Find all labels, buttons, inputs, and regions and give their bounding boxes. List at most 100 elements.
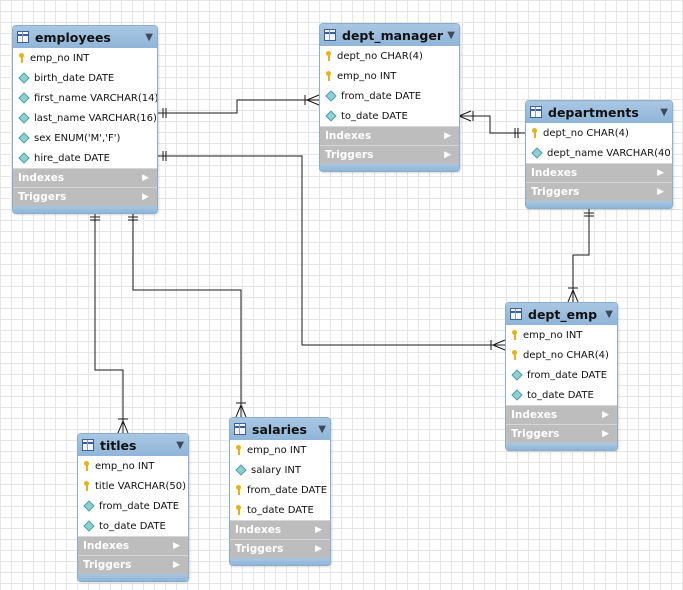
table-departments[interactable]: departments ▼ dept_no CHAR(4) dept_name … (525, 100, 673, 209)
primary-key-icon (235, 505, 242, 515)
primary-key-icon (325, 71, 332, 81)
column-label: first_name VARCHAR(14) (34, 92, 158, 104)
column-label: dept_no CHAR(4) (523, 349, 609, 361)
column-row[interactable]: to_date DATE (320, 106, 459, 126)
column-label: dept_name VARCHAR(40) (547, 147, 673, 159)
column-diamond-icon (18, 72, 30, 84)
table-titles[interactable]: titles ▼ emp_no INT title VARCHAR(50) fr… (77, 433, 189, 582)
table-footer (230, 558, 330, 565)
column-label: to_date DATE (99, 520, 166, 532)
expand-arrow-icon: ▶ (657, 168, 664, 178)
primary-key-icon (83, 481, 90, 491)
rel-employees-titles[interactable] (90, 210, 129, 434)
column-row[interactable]: to_date DATE (230, 500, 330, 520)
column-label: dept_no CHAR(4) (543, 127, 629, 139)
column-row[interactable]: dept_no CHAR(4) (506, 345, 617, 365)
rel-departments-dept-emp[interactable] (567, 208, 594, 303)
indexes-section[interactable]: Indexes▶ (526, 163, 672, 182)
triggers-section[interactable]: Triggers▶ (506, 424, 617, 443)
column-diamond-icon (511, 369, 523, 381)
indexes-section[interactable]: Indexes▶ (320, 126, 459, 145)
column-row[interactable]: dept_no CHAR(4) (526, 123, 672, 143)
triggers-section[interactable]: Triggers▶ (13, 187, 157, 206)
collapse-arrow-icon[interactable]: ▼ (447, 29, 455, 41)
column-row[interactable]: hire_date DATE (13, 148, 157, 168)
table-header[interactable]: dept_emp ▼ (506, 303, 617, 325)
column-row[interactable]: salary INT (230, 460, 330, 480)
rel-employees-dept-emp[interactable] (157, 151, 506, 351)
table-name: departments (548, 104, 639, 120)
table-footer (526, 201, 672, 208)
table-icon (82, 439, 94, 451)
table-footer (506, 443, 617, 450)
triggers-section[interactable]: Triggers▶ (230, 539, 330, 558)
collapse-arrow-icon[interactable]: ▼ (145, 31, 153, 43)
column-row[interactable]: title VARCHAR(50) (78, 476, 188, 496)
indexes-section[interactable]: Indexes▶ (78, 536, 188, 555)
primary-key-icon (325, 51, 332, 61)
triggers-section[interactable]: Triggers▶ (78, 555, 188, 574)
table-icon (324, 29, 336, 41)
rel-departments-dept-manager[interactable] (458, 110, 525, 138)
rel-employees-dept-manager[interactable] (157, 94, 320, 118)
indexes-section[interactable]: Indexes▶ (13, 168, 157, 187)
column-row[interactable]: emp_no INT (320, 66, 459, 86)
table-name: employees (35, 29, 111, 45)
collapse-arrow-icon[interactable]: ▼ (176, 439, 184, 451)
table-header[interactable]: employees ▼ (13, 26, 157, 48)
expand-arrow-icon: ▶ (602, 429, 609, 439)
table-footer (13, 206, 157, 213)
expand-arrow-icon: ▶ (142, 173, 149, 183)
table-header[interactable]: dept_manager ▼ (320, 24, 459, 46)
column-row[interactable]: from_date DATE (230, 480, 330, 500)
expand-arrow-icon: ▶ (315, 544, 322, 554)
triggers-section[interactable]: Triggers▶ (526, 182, 672, 201)
table-header[interactable]: salaries ▼ (230, 418, 330, 440)
column-row[interactable]: birth_date DATE (13, 68, 157, 88)
table-icon (510, 308, 522, 320)
column-label: hire_date DATE (34, 152, 110, 164)
column-row[interactable]: emp_no INT (13, 48, 157, 68)
column-row[interactable]: first_name VARCHAR(14) (13, 88, 157, 108)
column-row[interactable]: dept_name VARCHAR(40) (526, 143, 672, 163)
column-diamond-icon (18, 152, 30, 164)
expand-arrow-icon: ▶ (173, 541, 180, 551)
collapse-arrow-icon[interactable]: ▼ (605, 308, 613, 320)
table-header[interactable]: titles ▼ (78, 434, 188, 456)
column-row[interactable]: last_name VARCHAR(16) (13, 108, 157, 128)
column-row[interactable]: emp_no INT (506, 325, 617, 345)
expand-arrow-icon: ▶ (315, 525, 322, 535)
table-name: dept_manager (342, 27, 443, 43)
column-row[interactable]: dept_no CHAR(4) (320, 46, 459, 66)
expand-arrow-icon: ▶ (602, 410, 609, 420)
collapse-arrow-icon[interactable]: ▼ (660, 106, 668, 118)
column-diamond-icon (18, 112, 30, 124)
column-row[interactable]: sex ENUM('M','F') (13, 128, 157, 148)
table-header[interactable]: departments ▼ (526, 101, 672, 123)
table-salaries[interactable]: salaries ▼ emp_no INT salary INT from_da… (229, 417, 331, 566)
column-row[interactable]: to_date DATE (78, 516, 188, 536)
column-row[interactable]: emp_no INT (230, 440, 330, 460)
primary-key-icon (235, 445, 242, 455)
indexes-section[interactable]: Indexes▶ (506, 405, 617, 424)
rel-employees-salaries[interactable] (128, 210, 247, 418)
triggers-section[interactable]: Triggers▶ (320, 145, 459, 164)
column-row[interactable]: from_date DATE (78, 496, 188, 516)
collapse-arrow-icon[interactable]: ▼ (318, 423, 326, 435)
column-row[interactable]: to_date DATE (506, 385, 617, 405)
table-name: salaries (252, 421, 307, 437)
table-dept-manager[interactable]: dept_manager ▼ dept_no CHAR(4) emp_no IN… (319, 23, 460, 172)
column-diamond-icon (511, 389, 523, 401)
expand-arrow-icon: ▶ (173, 560, 180, 570)
table-employees[interactable]: employees ▼ emp_no INT birth_date DATE f… (12, 25, 158, 214)
table-dept-emp[interactable]: dept_emp ▼ emp_no INT dept_no CHAR(4) fr… (505, 302, 618, 451)
column-row[interactable]: from_date DATE (506, 365, 617, 385)
column-label: to_date DATE (247, 504, 314, 516)
indexes-section[interactable]: Indexes▶ (230, 520, 330, 539)
column-row[interactable]: from_date DATE (320, 86, 459, 106)
column-label: last_name VARCHAR(16) (34, 112, 157, 124)
column-label: emp_no INT (95, 460, 155, 472)
primary-key-icon (511, 350, 518, 360)
table-icon (17, 31, 29, 43)
column-row[interactable]: emp_no INT (78, 456, 188, 476)
